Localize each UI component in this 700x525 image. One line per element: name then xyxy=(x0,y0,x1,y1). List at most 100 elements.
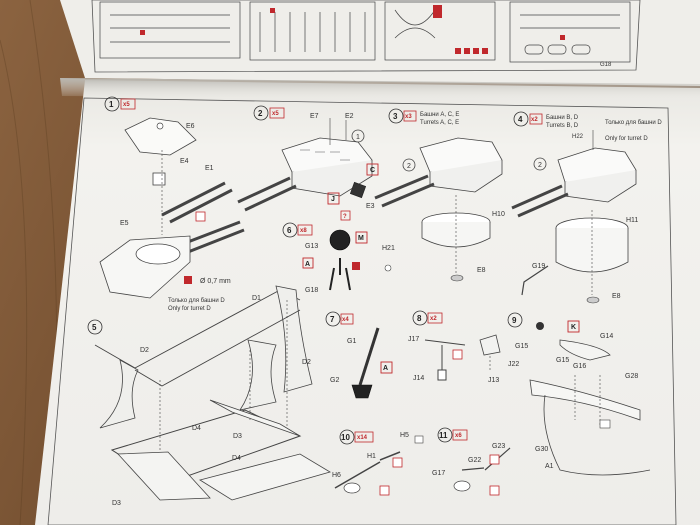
step-1-note-ru: Только для башни D xyxy=(168,298,225,304)
step-4-callout-2: 2 xyxy=(538,162,542,169)
step-8-part-j13: J13 xyxy=(488,377,499,384)
step-4-qty: x2 xyxy=(531,117,538,123)
step-9-part-g30: G30 xyxy=(535,446,548,453)
step-9-part-g28: G28 xyxy=(625,373,638,380)
step-2-part-e7: E7 xyxy=(310,113,319,120)
upper-part-label: G18 xyxy=(600,62,612,68)
step-5-part-d3a: D3 xyxy=(233,433,242,440)
step-8: 8 x2 J17 J14 J13 xyxy=(408,310,501,384)
step-2-callout-j: J xyxy=(331,196,335,203)
step-4-caption-ru: Башни В, D xyxy=(546,115,579,121)
step-2-callout-1: 1 xyxy=(356,134,360,141)
step-1-part-e1: E1 xyxy=(205,165,214,172)
step-8-number: 8 xyxy=(417,314,422,323)
step-11: 11 x6 G23 G22 G17 xyxy=(432,427,511,496)
step-9: 9 G19 K G15 G14 J22 G15 G16 G28 G30 A1 xyxy=(507,263,651,476)
step-10-part-h5: H5 xyxy=(400,432,409,439)
step-8-qty: x2 xyxy=(430,316,437,322)
step-1-part-e6: E6 xyxy=(186,123,195,130)
step-5-part-d1: D1 xyxy=(252,295,261,302)
step-1-number: 1 xyxy=(109,100,114,109)
step-9-number: 9 xyxy=(512,316,517,325)
step-5: 5 D1 D2 D2 D4 D3 D4 D3 xyxy=(87,285,331,507)
step-4-caption-en: Turrets B, D xyxy=(546,123,579,129)
step-10-number: 10 xyxy=(341,433,350,442)
step-9-part-g16: G16 xyxy=(573,363,586,370)
step-1-drill-size: Ø 0,7 mm xyxy=(200,278,231,285)
step-9-callout-k: K xyxy=(571,324,576,331)
page-gutter-shadow xyxy=(60,78,700,100)
step-5-part-d4a: D4 xyxy=(192,425,201,432)
step-3-caption-ru: Башни А, С, Е xyxy=(420,112,459,118)
step-6: 6 x8 G13 M A G18 H21 xyxy=(282,222,395,294)
step-10: 10 x14 H5 H1 H6 xyxy=(332,429,424,496)
step-7: 7 x4 G1 G2 A xyxy=(325,311,393,399)
step-9-part-g15b: G15 xyxy=(556,357,569,364)
step-10-part-h1: H1 xyxy=(367,453,376,460)
step-2-part-e2: E2 xyxy=(345,113,354,120)
step-3-part-h10: H10 xyxy=(492,211,505,218)
step-11-part-g22: G22 xyxy=(468,457,481,464)
step-7-part-g2: G2 xyxy=(330,377,339,384)
upper-page xyxy=(60,0,700,86)
upper-sprue-drawings xyxy=(99,1,631,63)
step-4-number: 4 xyxy=(518,115,523,124)
step-7-number: 7 xyxy=(330,315,335,324)
upper-red-marks xyxy=(140,5,565,54)
step-2-part-e3: E3 xyxy=(366,203,375,210)
step-4-note-en: Only for turret D xyxy=(605,136,648,142)
step-8-part-j14: J14 xyxy=(413,375,424,382)
step-3-part-e8: E8 xyxy=(477,267,486,274)
step-4-note-ru: Только для башни D xyxy=(605,120,662,126)
step-1: 1 x5 E6 E1 E4 E5 Ø 0,7 mm Только для баш… xyxy=(99,96,245,312)
step-7-part-g1: G1 xyxy=(347,338,356,345)
page-border-frame xyxy=(47,97,677,525)
step-4-part-h22: H22 xyxy=(572,134,584,140)
step-5-part-d2a: D2 xyxy=(140,347,149,354)
step-5-number: 5 xyxy=(92,323,97,332)
step-11-qty: x6 xyxy=(455,433,462,439)
step-6-qty: x8 xyxy=(300,228,307,234)
step-6-number: 6 xyxy=(287,226,292,235)
step-4: 4 x2 Башни В, D Turrets B, D H22 Только … xyxy=(511,111,662,304)
step-9-part-g15a: G15 xyxy=(515,343,528,350)
step-2-number: 2 xyxy=(258,109,263,118)
step-9-part-g14: G14 xyxy=(600,333,613,340)
step-10-qty: x14 xyxy=(357,435,368,441)
step-9-part-j22: J22 xyxy=(508,361,519,368)
step-3-qty: x3 xyxy=(405,114,412,120)
step-6-callout-a: A xyxy=(305,261,310,268)
step-9-part-g19: G19 xyxy=(532,263,545,270)
step-3-callout-2: 2 xyxy=(407,163,411,170)
step-1-part-e4: E4 xyxy=(180,158,189,165)
step-1-qty: x5 xyxy=(123,102,130,108)
step-3: 3 x3 Башни А, С, Е Turrets A, C, E 2 H10… xyxy=(374,108,505,282)
instruction-page xyxy=(35,80,700,525)
step-6-part-g18: G18 xyxy=(305,287,318,294)
step-4-part-h11: H11 xyxy=(626,217,638,224)
step-9-part-a1: A1 xyxy=(545,463,554,470)
step-5-part-d2b: D2 xyxy=(302,359,311,366)
step-5-part-d3b: D3 xyxy=(112,500,121,507)
step-6-part-g13: G13 xyxy=(305,243,318,250)
upper-page-border xyxy=(91,0,641,73)
step-5-part-d4b: D4 xyxy=(232,455,241,462)
step-10-part-h6: H6 xyxy=(332,472,341,479)
step-2-qty: x5 xyxy=(272,111,279,117)
step-3-number: 3 xyxy=(393,112,398,121)
step-11-part-g23: G23 xyxy=(492,443,505,450)
step-11-part-g17: G17 xyxy=(432,470,445,477)
step-6-callout-m: M xyxy=(358,235,364,242)
step-7-callout-a: A xyxy=(383,365,388,372)
step-1-part-e5: E5 xyxy=(120,220,129,227)
step-7-qty: x4 xyxy=(342,317,349,323)
step-2-callout-c: C xyxy=(370,167,375,174)
step-1-note-en: Only for turret D xyxy=(168,306,211,312)
step-2-callout-q: ? xyxy=(343,214,347,220)
step-11-number: 11 xyxy=(439,431,448,440)
step-3-caption-en: Turrets A, C, E xyxy=(420,120,459,126)
step-4-part-e8: E8 xyxy=(612,293,621,300)
step-6-part-h21: H21 xyxy=(382,245,395,252)
step-8-part-j17: J17 xyxy=(408,336,419,343)
